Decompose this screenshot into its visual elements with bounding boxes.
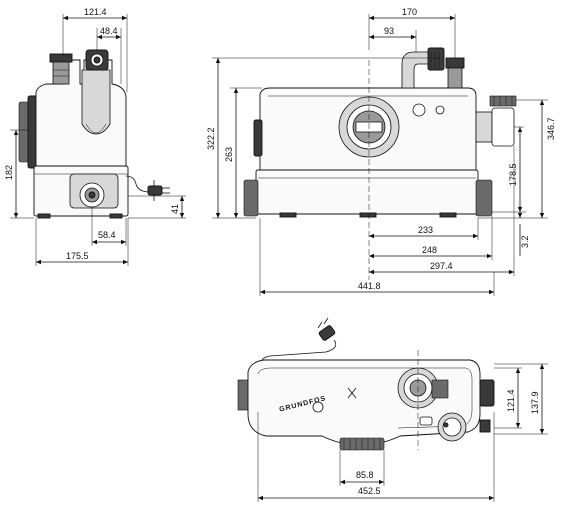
top-view: GRUNDFOS 121.4 1 (237, 317, 548, 502)
dim-121-4-front: 121.4 (84, 7, 107, 17)
dim-182: 182 (4, 165, 14, 180)
dim-3-2: 3.2 (520, 235, 530, 248)
dim-452-5: 452.5 (358, 486, 381, 496)
dim-297-4: 297.4 (430, 261, 453, 271)
dim-263: 263 (224, 147, 234, 162)
side-view: 170 93 322.2 263 346.7 178.5 3.2 233 (206, 7, 556, 296)
dim-93: 93 (384, 26, 394, 36)
dim-175-5: 175.5 (66, 251, 89, 261)
dim-178-5: 178.5 (508, 163, 518, 186)
dim-170: 170 (402, 7, 417, 17)
dim-121-4-top: 121.4 (506, 389, 516, 412)
dim-248: 248 (422, 245, 437, 255)
dim-58-4: 58.4 (98, 230, 116, 240)
dim-48-4: 48.4 (100, 26, 118, 36)
dim-441-8: 441.8 (358, 281, 381, 291)
dim-346-7: 346.7 (546, 117, 556, 140)
dim-85-8: 85.8 (356, 470, 374, 480)
front-view: 121.4 48.4 182 41 58.4 175.5 (4, 7, 186, 266)
dim-322-2: 322.2 (206, 127, 216, 150)
dim-41: 41 (170, 204, 180, 214)
dim-233: 233 (418, 225, 433, 235)
dim-137-9: 137.9 (530, 391, 540, 414)
